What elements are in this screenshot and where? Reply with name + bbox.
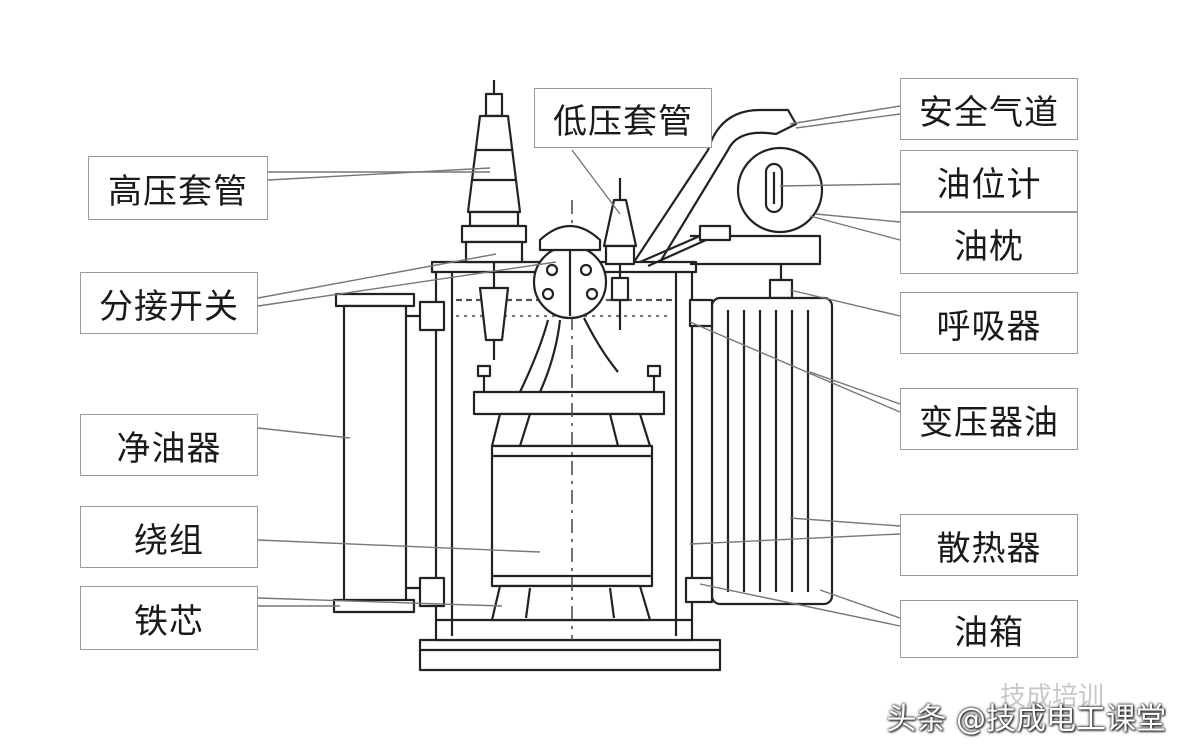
label-conservator: 油枕 <box>900 212 1078 274</box>
leader-lines <box>257 105 901 627</box>
label-hv-bushing: 高压套管 <box>88 156 268 220</box>
label-lv-bushing: 低压套管 <box>534 88 712 148</box>
conservator <box>639 146 824 268</box>
core-assembly <box>472 200 666 640</box>
label-safety-vent: 安全气道 <box>900 78 1078 140</box>
breather <box>768 264 794 300</box>
radiator <box>684 296 834 606</box>
tank-base <box>418 638 722 672</box>
watermark: 头条 @技成电工课堂 <box>886 702 1166 737</box>
label-transformer-oil: 变压器油 <box>900 388 1078 450</box>
tap-changer <box>519 225 619 393</box>
hv-bushing <box>460 80 528 360</box>
label-core: 铁芯 <box>80 586 258 650</box>
label-oil-purifier: 净油器 <box>80 414 258 476</box>
label-oil-gauge: 油位计 <box>900 150 1078 212</box>
lv-bushing <box>602 178 638 330</box>
safety-vent <box>633 108 798 263</box>
label-tap-changer: 分接开关 <box>80 272 258 334</box>
watermark-faint: 技成培训 <box>1000 682 1105 712</box>
label-winding: 绕组 <box>80 506 258 568</box>
label-oil-tank: 油箱 <box>900 600 1078 658</box>
label-radiator: 散热器 <box>900 514 1078 576</box>
label-breather: 呼吸器 <box>900 292 1078 354</box>
oil-purifier <box>332 292 446 614</box>
